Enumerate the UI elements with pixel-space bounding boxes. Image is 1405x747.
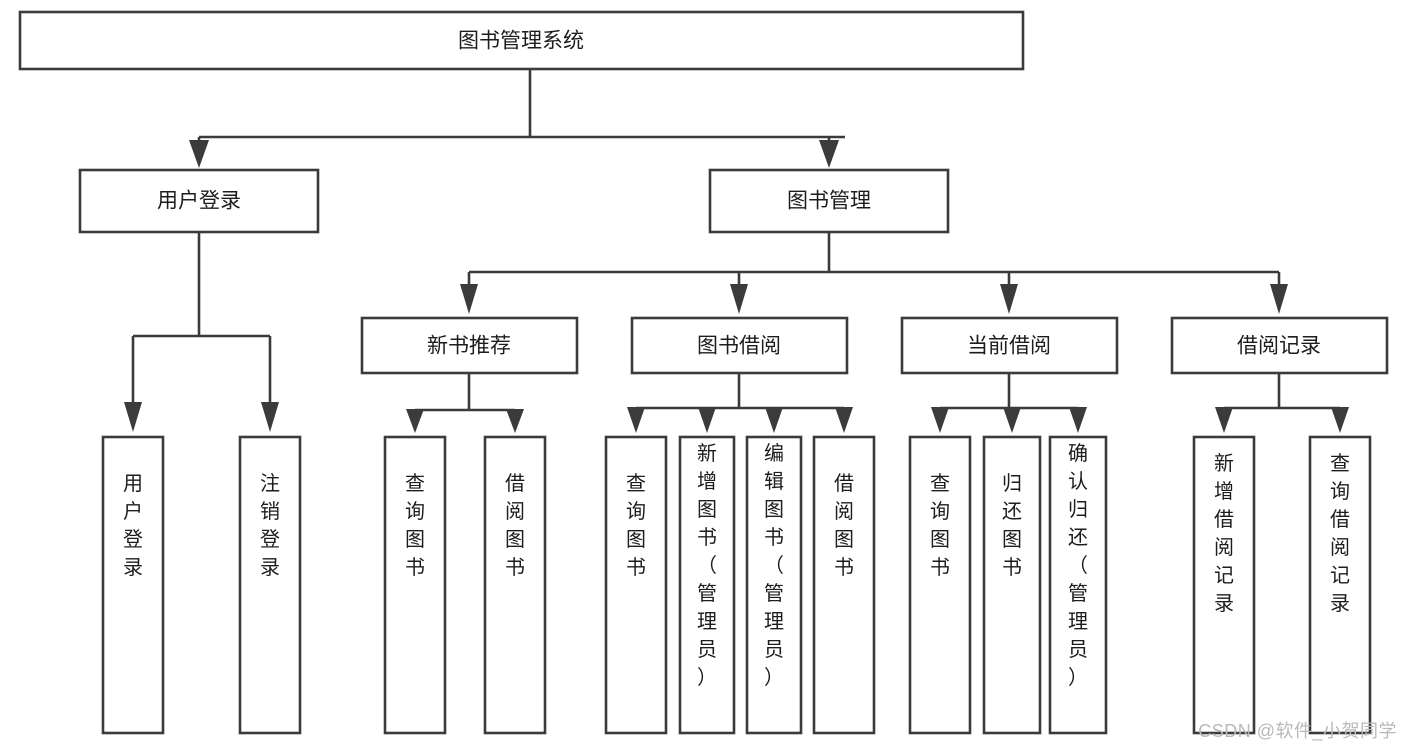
- connector-group-root: [189, 69, 845, 168]
- leaf-nb-borrow-book[interactable]: 借阅图书: [483, 435, 547, 735]
- leaf-br-add-record[interactable]: 新增借阅记录: [1192, 435, 1256, 735]
- connector-group-book-mgmt: [460, 232, 1288, 314]
- leaf-br-query-record[interactable]: 查询借阅记录: [1308, 435, 1372, 735]
- leaf-bb-edit-book[interactable]: 编辑图书（管理员）: [745, 435, 803, 735]
- leaf-logout-label: 注销登录: [260, 472, 280, 579]
- arrowhead-book-mgmt-child-2: [730, 284, 748, 314]
- node-book-management[interactable]: 图书管理: [708, 168, 950, 234]
- arrowhead-book-borrow-leaf-2: [698, 407, 716, 433]
- arrowhead-book-mgmt-child-4: [1270, 284, 1288, 314]
- arrowhead-current-borrow-leaf-3: [1069, 407, 1087, 433]
- node-current-borrow[interactable]: 当前借阅: [900, 316, 1119, 375]
- leaf-user-login-box[interactable]: [101, 435, 165, 735]
- arrowhead-book-mgmt-child-1: [460, 284, 478, 314]
- leaf-br-query-record-box[interactable]: [1308, 435, 1372, 735]
- arrowhead-new-book-leaf-1: [406, 409, 424, 433]
- leaf-nb-borrow-book-label: 借阅图书: [505, 472, 525, 579]
- arrowhead-book-borrow-leaf-4: [835, 407, 853, 433]
- leaf-bb-query-book-label: 查询图书: [626, 472, 646, 579]
- arrowhead-book-borrow-leaf-1: [627, 407, 645, 433]
- leaf-bb-query-book[interactable]: 查询图书: [604, 435, 668, 735]
- leaf-bb-borrow-book-label: 借阅图书: [834, 472, 854, 579]
- node-root[interactable]: 图书管理系统: [18, 10, 1025, 71]
- arrowhead-root-to-user-login: [189, 140, 209, 168]
- leaf-bb-add-book[interactable]: 新增图书（管理员）: [678, 435, 736, 735]
- leaf-cb-return-book-box[interactable]: [982, 435, 1042, 735]
- leaf-nb-borrow-book-box[interactable]: [483, 435, 547, 735]
- node-root-box[interactable]: [18, 10, 1025, 71]
- arrowhead-current-borrow-leaf-1: [931, 407, 949, 433]
- node-user-login-label: 用户登录: [157, 190, 241, 213]
- arrowhead-current-borrow-leaf-2: [1003, 407, 1021, 433]
- leaf-bb-query-book-box[interactable]: [604, 435, 668, 735]
- node-root-label: 图书管理系统: [458, 30, 584, 53]
- connector-group-user-login: [124, 232, 279, 432]
- connector-group-borrow-record: [1215, 373, 1349, 433]
- leaf-logout-box[interactable]: [238, 435, 302, 735]
- node-book-management-label: 图书管理: [787, 190, 871, 213]
- leaf-user-login[interactable]: 用户登录: [101, 435, 165, 735]
- node-book-management-box[interactable]: [708, 168, 950, 234]
- leaf-cb-return-book-label: 归还图书: [1002, 472, 1022, 579]
- leaf-bb-borrow-book-box[interactable]: [812, 435, 876, 735]
- arrowhead-user-login-leaf-1: [124, 402, 142, 432]
- arrowhead-borrow-record-leaf-2: [1331, 407, 1349, 433]
- leaf-cb-query-book-label: 查询图书: [930, 472, 950, 579]
- arrowhead-borrow-record-leaf-1: [1215, 407, 1233, 433]
- connector-group-new-book: [406, 373, 524, 433]
- leaf-br-add-record-label: 新增借阅记录: [1214, 452, 1234, 615]
- leaf-bb-edit-book-box[interactable]: [745, 435, 803, 735]
- connector-group-book-borrow: [627, 373, 853, 433]
- node-current-borrow-box[interactable]: [900, 316, 1119, 375]
- leaf-bb-add-book-box[interactable]: [678, 435, 736, 735]
- leaf-cb-confirm-return-label: 确认归还（管理员）: [1068, 442, 1088, 689]
- node-current-borrow-label: 当前借阅: [967, 335, 1051, 358]
- node-book-borrow-label: 图书借阅: [697, 335, 781, 358]
- leaf-br-query-record-label: 查询借阅记录: [1330, 452, 1350, 615]
- leaf-user-login-label: 用户登录: [123, 473, 143, 579]
- node-user-login[interactable]: 用户登录: [78, 168, 320, 234]
- node-borrow-record-box[interactable]: [1170, 316, 1389, 375]
- arrowhead-book-mgmt-child-3: [1000, 284, 1018, 314]
- arrowhead-user-login-leaf-2: [261, 402, 279, 432]
- node-new-book-recommend-label: 新书推荐: [427, 335, 511, 358]
- arrowhead-book-borrow-leaf-3: [765, 407, 783, 433]
- node-borrow-record-label: 借阅记录: [1237, 335, 1321, 358]
- leaf-bb-add-book-label: 新增图书（管理员）: [697, 442, 717, 689]
- node-new-book-recommend-box[interactable]: [360, 316, 579, 375]
- leaf-cb-return-book[interactable]: 归还图书: [982, 435, 1042, 735]
- connector-group-current-borrow: [931, 373, 1087, 433]
- leaf-logout[interactable]: 注销登录: [238, 435, 302, 735]
- node-book-borrow[interactable]: 图书借阅: [630, 316, 849, 375]
- leaf-nb-query-book[interactable]: 查询图书: [383, 435, 447, 735]
- node-borrow-record[interactable]: 借阅记录: [1170, 316, 1389, 375]
- leaf-bb-borrow-book[interactable]: 借阅图书: [812, 435, 876, 735]
- leaf-cb-confirm-return[interactable]: 确认归还（管理员）: [1048, 435, 1108, 735]
- leaf-bb-edit-book-label: 编辑图书（管理员）: [764, 442, 784, 689]
- arrowhead-new-book-leaf-2: [506, 409, 524, 433]
- node-book-borrow-box[interactable]: [630, 316, 849, 375]
- leaf-cb-query-book-box[interactable]: [908, 435, 972, 735]
- leaf-cb-confirm-return-box[interactable]: [1048, 435, 1108, 735]
- leaf-nb-query-book-label: 查询图书: [405, 472, 425, 579]
- csdn-watermark: CSDN @软件_小贺同学: [1198, 721, 1397, 741]
- leaf-br-add-record-box[interactable]: [1192, 435, 1256, 735]
- arrowhead-root-to-book-mgmt: [819, 140, 839, 168]
- leaf-nb-query-book-box[interactable]: [383, 435, 447, 735]
- node-new-book-recommend[interactable]: 新书推荐: [360, 316, 579, 375]
- leaf-cb-query-book[interactable]: 查询图书: [908, 435, 972, 735]
- node-user-login-box[interactable]: [78, 168, 320, 234]
